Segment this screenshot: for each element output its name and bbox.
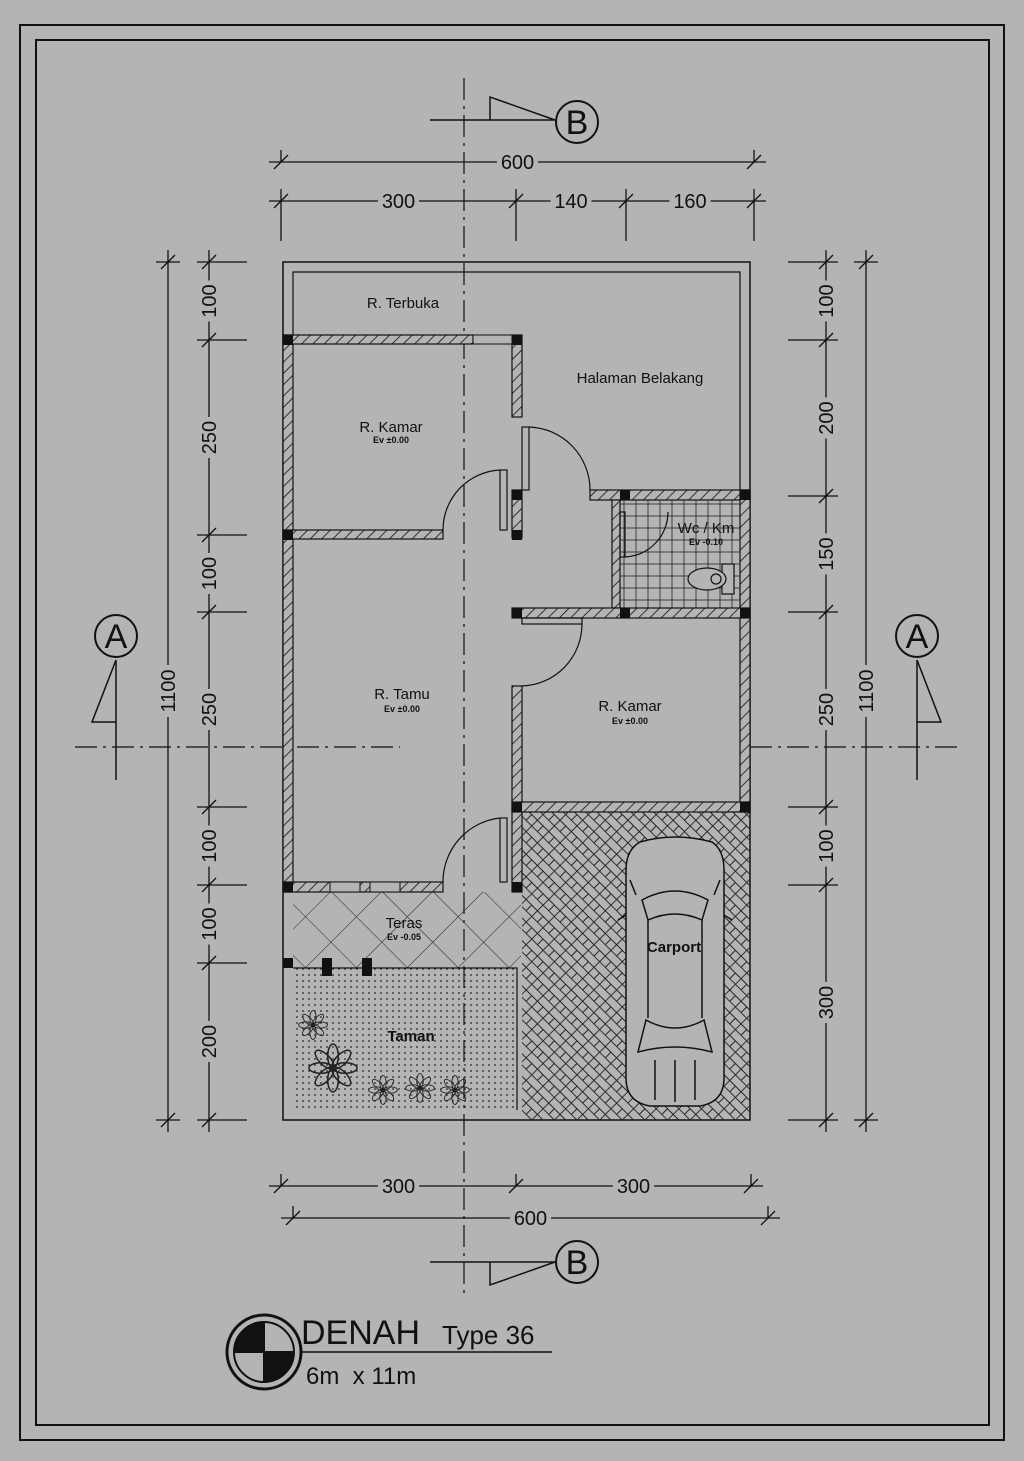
drawing-size: 6m x 11m: [306, 1363, 416, 1390]
dim-top-segment-label-bg: [378, 190, 419, 212]
dim-left-segment-label-bg: [198, 553, 220, 594]
section-label-a-right: A: [906, 618, 929, 656]
dim-bottom-segment-label: 300: [617, 1176, 650, 1198]
room-label-carport: Carport: [647, 939, 701, 956]
dim-right-total-label-bg: [855, 665, 877, 717]
teras-floor: [293, 892, 521, 968]
dim-top-total-label-bg: [497, 151, 538, 173]
dim-bottom-total-label: 600: [514, 1208, 547, 1230]
dimension-lines: 600 300 140 160 300 300 600 100 250 100 250 100 100 2…: [156, 150, 878, 1230]
dim-left-segment-label-bg: [198, 689, 220, 730]
room-ev-kamar-1: Ev ±0.00: [373, 435, 409, 445]
dim-left-segment-label: 250: [199, 421, 221, 454]
dim-right-segment-label-bg: [815, 689, 837, 730]
windows: [329, 334, 513, 893]
dim-left-segment-label: 100: [199, 557, 221, 590]
dim-right-segment-label-bg: [815, 982, 837, 1023]
toilet: [687, 563, 735, 595]
dim-left-segment-label-bg: [198, 280, 220, 322]
dim-left-total-label: 1100: [158, 669, 180, 712]
dim-right-segment-label: 200: [816, 401, 838, 434]
dim-left-segment-label-bg: [198, 903, 220, 945]
room-ev-wc: Ev -0.10: [689, 537, 723, 547]
dim-left-segment-label: 100: [199, 284, 221, 317]
dim-left-segment-label: 250: [199, 693, 221, 726]
section-label-a-left: A: [105, 618, 128, 656]
dim-left-segment-label-bg: [198, 417, 220, 458]
taman-garden: [293, 968, 517, 1110]
dim-top-segment-label-bg: [669, 190, 711, 212]
dim-top-segment-label: 140: [554, 191, 587, 213]
section-line-a: [75, 614, 960, 780]
columns: [283, 335, 750, 976]
dim-right-segment-label-bg: [815, 533, 837, 575]
drawing-title: DENAH: [301, 1314, 420, 1352]
room-label-terbuka: R. Terbuka: [367, 295, 440, 312]
dim-bottom-total-label-bg: [510, 1207, 551, 1229]
room-label-kamar-2: R. Kamar: [598, 698, 661, 715]
room-label-taman: Taman: [387, 1028, 434, 1045]
dim-right-segment-label: 150: [816, 537, 838, 570]
room-ev-tamu: Ev ±0.00: [384, 704, 420, 714]
dim-left-segment-label: 100: [199, 829, 221, 862]
dim-top-segment-label: 160: [673, 191, 706, 213]
dim-bottom-segment-label: 300: [382, 1176, 415, 1198]
dim-right-segment-label: 100: [816, 284, 838, 317]
dim-right-segment-label: 250: [816, 693, 838, 726]
room-label-halaman: Halaman Belakang: [577, 370, 704, 387]
dim-left-segment-label: 100: [199, 907, 221, 940]
room-ev-teras: Ev -0.05: [387, 932, 421, 942]
dim-left-total-label-bg: [157, 665, 179, 717]
teras-edge: [293, 967, 518, 1110]
car-icon: [617, 836, 733, 1107]
drawing-subtitle: Type 36: [442, 1320, 535, 1350]
dim-left-segment-label-bg: [198, 825, 220, 867]
section-label-b-top: B: [566, 104, 589, 142]
dim-top-segment-label-bg: [550, 190, 592, 212]
dim-bottom-segment-label-bg: [378, 1175, 419, 1197]
dim-right-total-label: 1100: [856, 669, 878, 712]
dim-top-segment-label: 300: [382, 191, 415, 213]
room-ev-kamar-2: Ev ±0.00: [612, 716, 648, 726]
dim-top-total-label: 600: [501, 152, 534, 174]
section-label-b-bottom: B: [566, 1244, 589, 1282]
dim-right-segment-label-bg: [815, 280, 837, 322]
drawing-frame: [19, 24, 1005, 1441]
dim-left-segment-label: 200: [199, 1025, 221, 1058]
dim-left-segment-label-bg: [198, 1021, 220, 1062]
dim-bottom-segment-label-bg: [613, 1175, 654, 1197]
dim-right-segment-label: 100: [816, 829, 838, 862]
room-label-teras: Teras: [386, 915, 423, 932]
dim-right-segment-label-bg: [815, 397, 837, 439]
room-label-wc: Wc / Km: [678, 520, 735, 537]
room-label-tamu: R. Tamu: [374, 686, 430, 703]
north-symbol-icon: [225, 1313, 303, 1391]
room-label-kamar-1: R. Kamar: [359, 419, 422, 436]
dim-right-segment-label: 300: [816, 986, 838, 1019]
door-swings: [442, 426, 669, 883]
dim-right-segment-label-bg: [815, 825, 837, 867]
